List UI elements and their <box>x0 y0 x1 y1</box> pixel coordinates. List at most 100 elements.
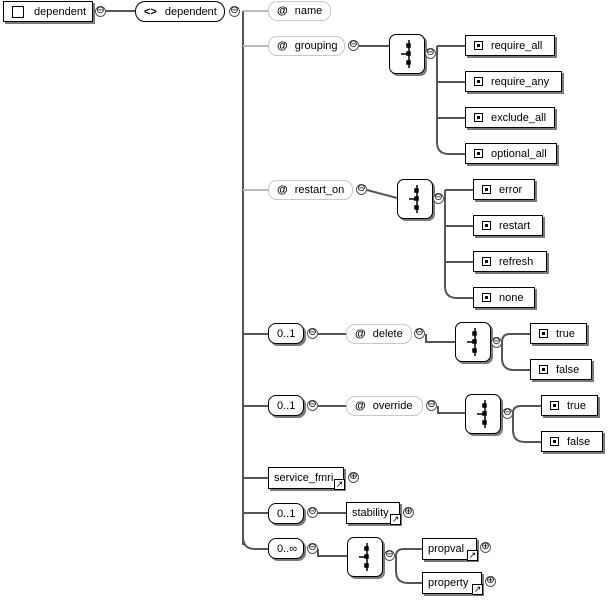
collapse-dependent-icon[interactable]: ⊖ <box>229 5 240 17</box>
enum-override-false[interactable]: false <box>541 431 603 452</box>
choice-compositor-override[interactable] <box>465 394 501 434</box>
enum-exclude-all[interactable]: exclude_all <box>465 107 555 128</box>
enum-value-icon <box>482 293 491 302</box>
occurrence-label: 0..1 <box>277 327 296 340</box>
collapse-root-icon[interactable]: ⊖ <box>95 5 106 17</box>
occurrence-stability[interactable]: 0..1 <box>268 503 304 524</box>
collapse-propval-choice-icon[interactable]: ⊖ <box>384 549 395 561</box>
enum-value-icon <box>474 77 483 86</box>
reference-arrow-icon: ↗ <box>390 514 401 525</box>
dependent-element-label: dependent <box>164 5 217 18</box>
occurrence-label: 0..∞ <box>277 542 298 555</box>
attribute-grouping[interactable]: @ grouping <box>268 36 345 56</box>
enum-label: true <box>556 327 575 340</box>
element-propval-label: propval <box>428 543 465 555</box>
occurrence-label: 0..1 <box>277 507 296 520</box>
enum-refresh[interactable]: refresh <box>473 251 547 272</box>
enum-label: error <box>499 183 523 196</box>
enum-value-icon <box>539 365 548 374</box>
enum-error[interactable]: error <box>473 179 535 200</box>
choice-icon <box>401 40 411 68</box>
collapse-override-icon[interactable]: ⊖ <box>426 399 437 411</box>
collapse-override-choice-icon[interactable]: ⊖ <box>502 407 513 419</box>
enum-label: restart <box>499 219 531 232</box>
root-label: dependent <box>34 5 86 18</box>
enum-restart[interactable]: restart <box>473 215 543 236</box>
expand-stability-icon[interactable]: ⊕ <box>403 506 414 518</box>
choice-compositor-grouping[interactable] <box>389 34 425 74</box>
collapse-propval-occurrence-icon[interactable]: ⊖ <box>307 542 318 554</box>
enum-label: true <box>567 399 586 412</box>
element-stability-label: stability <box>352 507 389 519</box>
attribute-override[interactable]: @ override <box>346 396 423 416</box>
element-service-fmri[interactable]: service_fmri ↗ <box>268 467 345 490</box>
attribute-override-label: override <box>372 400 413 412</box>
choice-compositor-delete[interactable] <box>455 322 491 362</box>
attribute-name-label: name <box>294 5 323 17</box>
element-property[interactable]: property ↗ <box>422 572 483 595</box>
choice-icon <box>477 400 487 428</box>
attribute-restart-on[interactable]: @ restart_on <box>268 180 353 200</box>
enum-value-icon <box>550 437 559 446</box>
enum-override-true[interactable]: true <box>541 395 598 416</box>
enum-delete-false[interactable]: false <box>530 359 592 380</box>
collapse-delete-occurrence-icon[interactable]: ⊖ <box>307 327 318 339</box>
collapse-stability-occurrence-icon[interactable]: ⊖ <box>307 506 318 518</box>
root-dependent-node[interactable]: dependent <box>3 1 93 22</box>
enum-value-icon <box>474 41 483 50</box>
choice-compositor-propval-property[interactable] <box>347 537 383 577</box>
enum-delete-true[interactable]: true <box>530 323 587 344</box>
dependent-element-node[interactable]: <> dependent <box>135 1 225 22</box>
attribute-at-icon: @ <box>355 400 366 412</box>
enum-value-icon <box>482 221 491 230</box>
occurrence-delete[interactable]: 0..1 <box>268 323 304 344</box>
occurrence-propval-property[interactable]: 0..∞ <box>268 538 304 559</box>
enum-label: none <box>499 291 524 304</box>
choice-compositor-restart-on[interactable] <box>397 179 433 219</box>
reference-arrow-icon: ↗ <box>467 550 478 561</box>
collapse-override-occurrence-icon[interactable]: ⊖ <box>307 399 318 411</box>
choice-icon <box>467 328 477 356</box>
enum-label: require_all <box>491 39 543 52</box>
element-service-fmri-label: service_fmri <box>274 472 334 484</box>
enum-label: optional_all <box>491 147 547 160</box>
collapse-restart-on-choice-icon[interactable]: ⊖ <box>433 192 444 204</box>
expand-service-fmri-icon[interactable]: ⊕ <box>348 471 359 483</box>
collapse-grouping-icon[interactable]: ⊖ <box>348 39 359 51</box>
enum-label: false <box>556 363 580 376</box>
element-propval[interactable]: propval ↗ <box>422 538 478 561</box>
attribute-name[interactable]: @ name <box>268 1 331 21</box>
attribute-delete-label: delete <box>372 328 403 340</box>
collapse-delete-icon[interactable]: ⊖ <box>414 327 425 339</box>
attribute-at-icon: @ <box>277 5 288 17</box>
enum-value-icon <box>474 149 483 158</box>
element-stability[interactable]: stability ↗ <box>346 502 401 525</box>
angle-brackets-icon: <> <box>144 5 157 18</box>
expand-propval-icon[interactable]: ⊕ <box>480 541 491 553</box>
enum-value-icon <box>539 329 548 338</box>
reference-arrow-icon: ↗ <box>334 479 345 490</box>
enum-value-icon <box>550 401 559 410</box>
root-square-icon <box>12 5 24 18</box>
occurrence-label: 0..1 <box>277 399 296 412</box>
attribute-at-icon: @ <box>277 184 288 196</box>
attribute-at-icon: @ <box>277 40 288 52</box>
reference-arrow-icon: ↗ <box>472 584 483 595</box>
enum-label: require_any <box>491 75 550 88</box>
enum-value-icon <box>474 113 483 122</box>
choice-icon <box>359 543 369 571</box>
attribute-at-icon: @ <box>355 328 366 340</box>
expand-property-icon[interactable]: ⊕ <box>485 575 496 587</box>
enum-label: refresh <box>499 255 534 268</box>
collapse-grouping-choice-icon[interactable]: ⊖ <box>425 47 436 59</box>
enum-optional-all[interactable]: optional_all <box>465 143 557 164</box>
choice-icon <box>409 185 419 213</box>
enum-require-all[interactable]: require_all <box>465 35 555 56</box>
attribute-delete[interactable]: @ delete <box>346 324 412 344</box>
occurrence-override[interactable]: 0..1 <box>268 395 304 416</box>
collapse-delete-choice-icon[interactable]: ⊖ <box>491 336 502 348</box>
collapse-restart-on-icon[interactable]: ⊖ <box>356 183 367 195</box>
enum-none[interactable]: none <box>473 287 535 308</box>
enum-require-any[interactable]: require_any <box>465 71 562 92</box>
